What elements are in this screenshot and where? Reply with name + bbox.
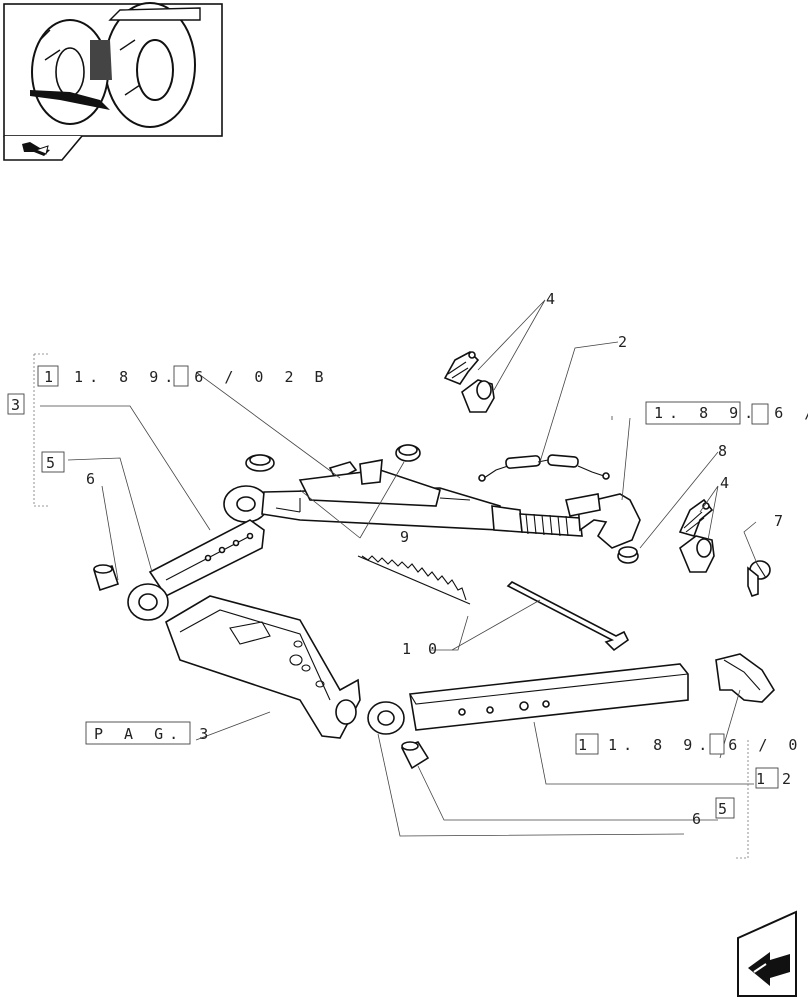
reference-labels: 1 1. 8 9. 6 / 0 2 B 1. 8 9. 6 / 0 1 1. 8… — [37, 365, 808, 755]
tractor-thumbnail-icon — [30, 2, 201, 128]
label-8: 8 — [718, 442, 727, 460]
part-10-rod — [506, 581, 630, 652]
part-2-chain — [478, 454, 610, 482]
ref-label-right: 1. 8 9. 6 / 0 — [654, 404, 808, 422]
mounting-bracket — [165, 595, 361, 739]
part-4-right-latch — [678, 498, 715, 573]
ref-label-upper-left: 1 1. 8 9. 6 / 0 2 B — [44, 368, 330, 386]
callout-labels: 4 2 8 4 7 9 1 0 6 6 — [86, 290, 783, 828]
part-8-bush — [617, 546, 639, 564]
label-2: 2 — [618, 333, 627, 351]
top-link-assembly — [223, 459, 641, 549]
label-10: 1 0 — [402, 640, 441, 658]
lower-link-hook — [715, 653, 776, 703]
part-4-upper-latch — [443, 351, 495, 413]
thumbnail-panel — [3, 2, 223, 161]
boxed-labels: 3 5 5 1 2 — [7, 393, 795, 819]
label-7: 7 — [774, 512, 783, 530]
label-3: 3 — [11, 396, 20, 414]
label-5-left: 5 — [46, 454, 55, 472]
label-4-upper: 4 — [546, 290, 555, 308]
part-6-bush-left — [92, 564, 120, 592]
right-lower-link — [367, 663, 689, 735]
part-9-clamps — [245, 444, 421, 482]
label-5-right: 5 — [718, 800, 727, 818]
next-page-arrow-icon[interactable] — [737, 910, 797, 997]
ref-label-pag: P A G. 3 — [94, 725, 214, 743]
label-6-left: 6 — [86, 470, 95, 488]
part-6-bush-right — [400, 741, 430, 770]
label-9: 9 — [400, 528, 409, 546]
label-12: 1 2 — [756, 770, 795, 788]
ref-label-lower-right: 1 1. 8 9. 6 / 0 2 B — [578, 736, 808, 754]
tractor-nav-icon[interactable] — [22, 142, 50, 156]
label-4-right: 4 — [720, 474, 729, 492]
part-10-spring — [357, 555, 471, 605]
left-lower-link — [127, 519, 265, 621]
label-6-right: 6 — [692, 810, 701, 828]
part-7-pin — [747, 560, 771, 597]
